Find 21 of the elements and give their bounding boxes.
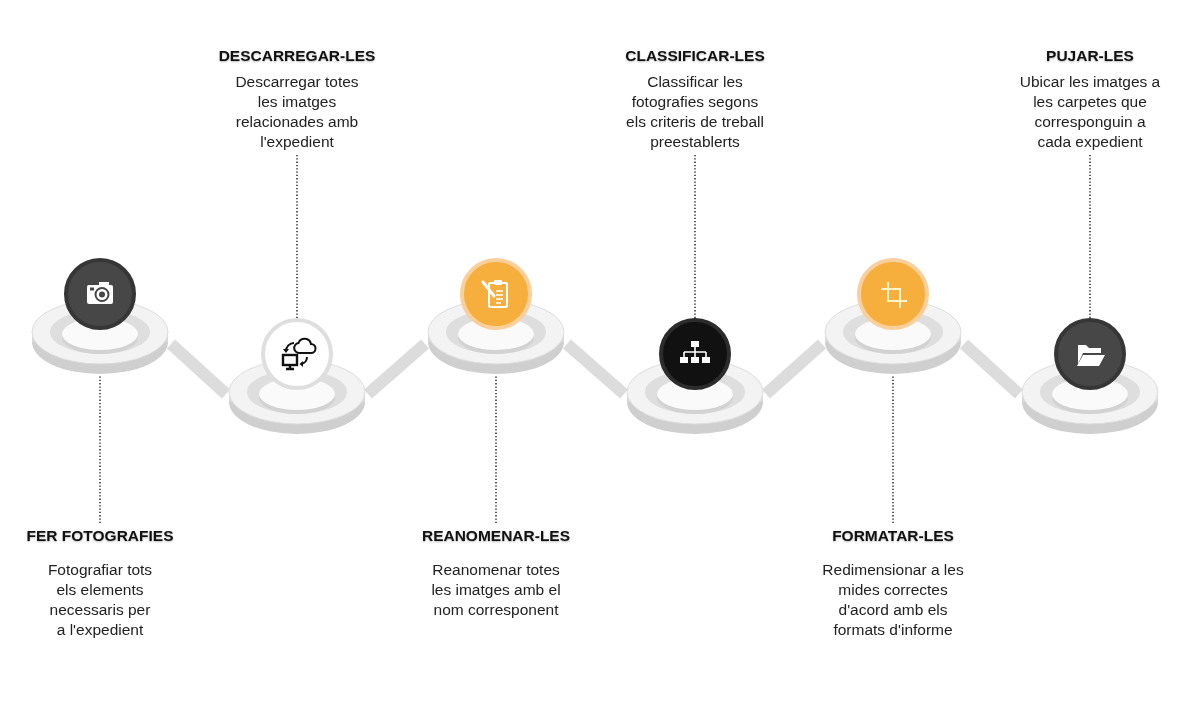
leader-line — [892, 375, 894, 524]
leader-line — [99, 375, 101, 524]
leader-line — [1089, 154, 1091, 319]
leader-line — [694, 154, 696, 319]
step-heading: REANOMENAR-LES — [421, 526, 571, 546]
step-description: Fotografiar tots els elements necessaris per a l'expedient — [46, 560, 154, 640]
step-description: Descarregar totes les imatges relacionades amb l'expedient — [234, 72, 360, 152]
step-description: Redimensionar a les mides correctes d'acord amb els formats d'informe — [821, 560, 965, 640]
leader-line — [495, 375, 497, 524]
connector-bar — [364, 339, 429, 399]
step-heading: DESCARREGAR-LES — [218, 46, 376, 66]
step-heading: PUJAR-LES — [1046, 46, 1134, 66]
step-heading: FER FOTOGRAFIES — [26, 526, 174, 546]
step-description: Ubicar les imatges a les carpetes que corresponguin a cada expedient — [1018, 72, 1162, 152]
step-heading: FORMATAR-LES — [832, 526, 954, 546]
leader-line — [296, 154, 298, 319]
step-description: Classificar les fotografies segons els criteris de treball preestablerts — [625, 72, 765, 152]
step-heading: CLASSIFICAR-LES — [625, 46, 765, 66]
connector-bar — [563, 339, 628, 399]
step-description: Reanomenar totes les imatges amb el nom corresponent — [430, 560, 562, 620]
connector-bar — [762, 339, 826, 399]
